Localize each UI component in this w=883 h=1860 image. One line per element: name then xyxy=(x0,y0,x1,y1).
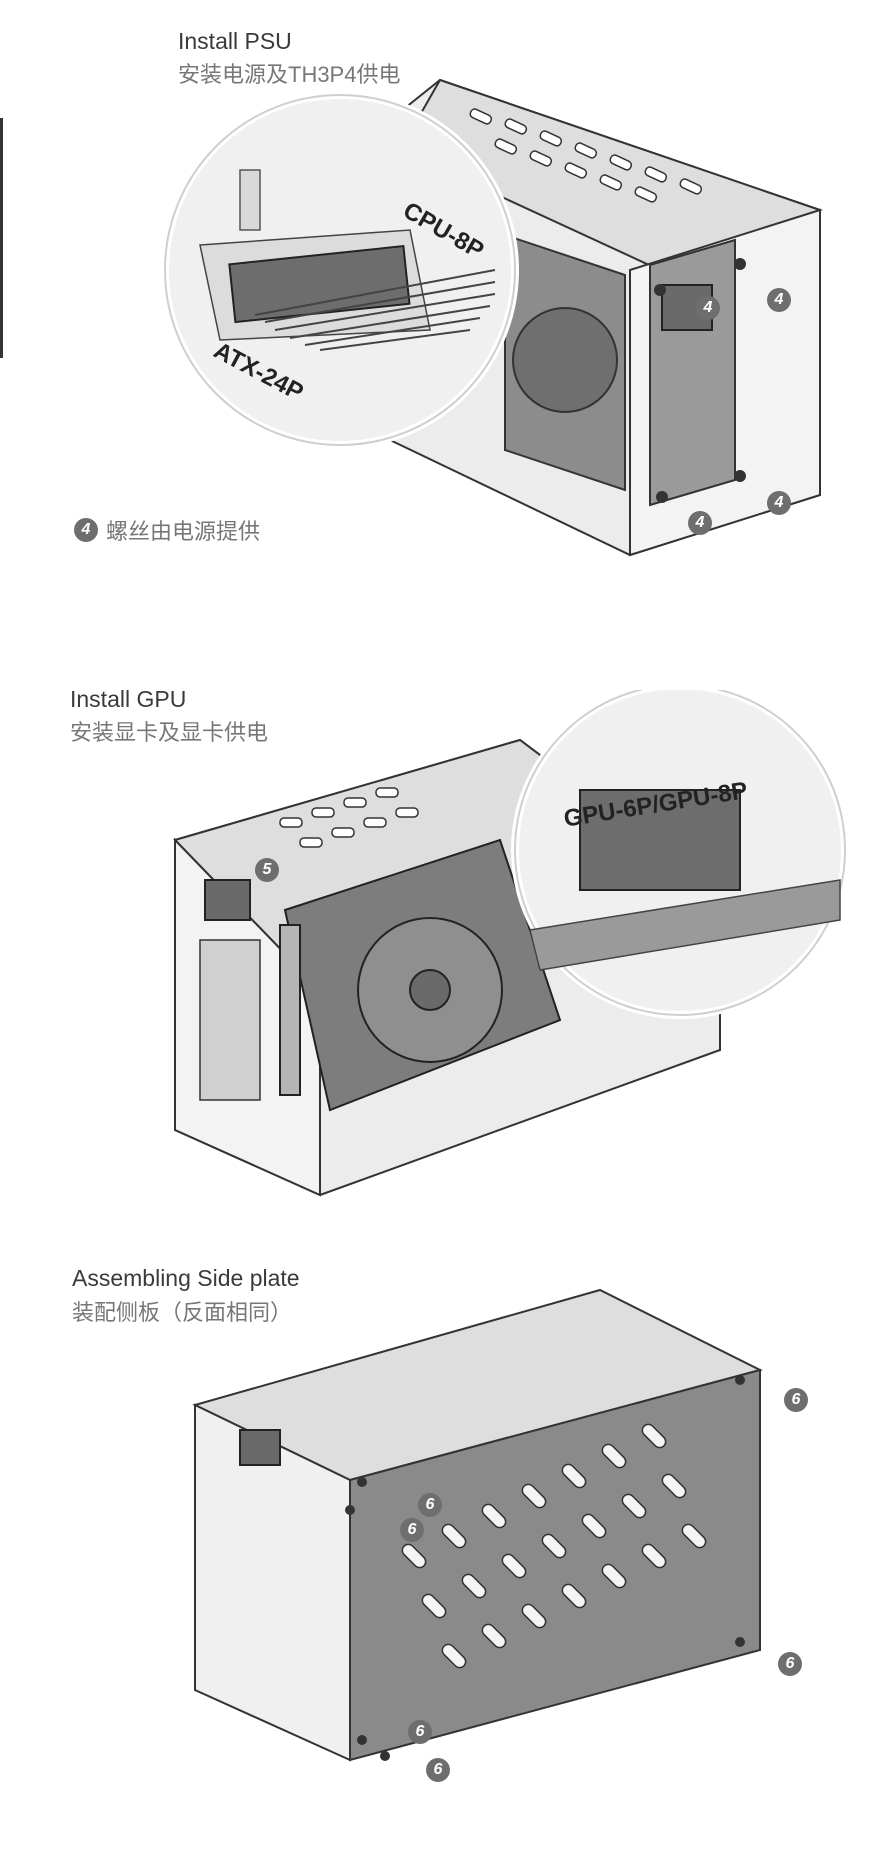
side-screw-markers xyxy=(345,1375,745,1761)
note-badge: 4 xyxy=(74,518,98,542)
side-screw-badge-2: 6 xyxy=(400,1518,424,1542)
psu-title-cn: 安装电源及TH3P4供电 xyxy=(178,62,401,87)
psu-illustration xyxy=(161,78,823,557)
gpu-title-cn: 安装显卡及显卡供电 xyxy=(70,720,269,745)
psu-screw-badge-top-right: 4 xyxy=(767,288,791,312)
gpu-screw-badge: 5 xyxy=(255,858,279,882)
psu-screw-markers xyxy=(654,258,746,503)
side-front-panel xyxy=(239,1429,281,1466)
gpu-title-en: Install GPU xyxy=(70,686,187,712)
side-screw-badge-4: 6 xyxy=(778,1652,802,1676)
side-screw-badge-3: 6 xyxy=(784,1388,808,1412)
psu-screw-badge-inner: 4 xyxy=(696,296,720,320)
psu-title-en: Install PSU xyxy=(178,28,292,54)
side-plate-illustration xyxy=(192,1288,763,1762)
side-case xyxy=(192,1288,763,1762)
note-text: 螺丝由电源提供 xyxy=(106,519,261,544)
psu-screw-note: 4 螺丝由电源提供 xyxy=(74,514,260,546)
psu-screw-badge-bottom-right: 4 xyxy=(767,491,791,515)
side-title-cn: 装配侧板（反面相同） xyxy=(72,1300,293,1325)
psu-zoom-detail xyxy=(161,91,519,449)
gpu-zoom-detail xyxy=(511,690,849,1019)
gpu-illustration xyxy=(173,690,849,1197)
psu-rear-panel xyxy=(199,879,261,1101)
side-screw-badge-1: 6 xyxy=(418,1493,442,1517)
page-edge-line xyxy=(0,118,3,358)
gpu-top-vents xyxy=(279,787,419,848)
side-vents xyxy=(401,1423,707,1669)
psu-top-vents xyxy=(469,108,703,203)
side-screw-badge-5: 6 xyxy=(408,1720,432,1744)
side-screw-badge-6: 6 xyxy=(426,1758,450,1782)
psu-screw-badge-bottom-left: 4 xyxy=(688,511,712,535)
side-title-en: Assembling Side plate xyxy=(72,1265,300,1291)
graphics-card xyxy=(279,838,562,1112)
